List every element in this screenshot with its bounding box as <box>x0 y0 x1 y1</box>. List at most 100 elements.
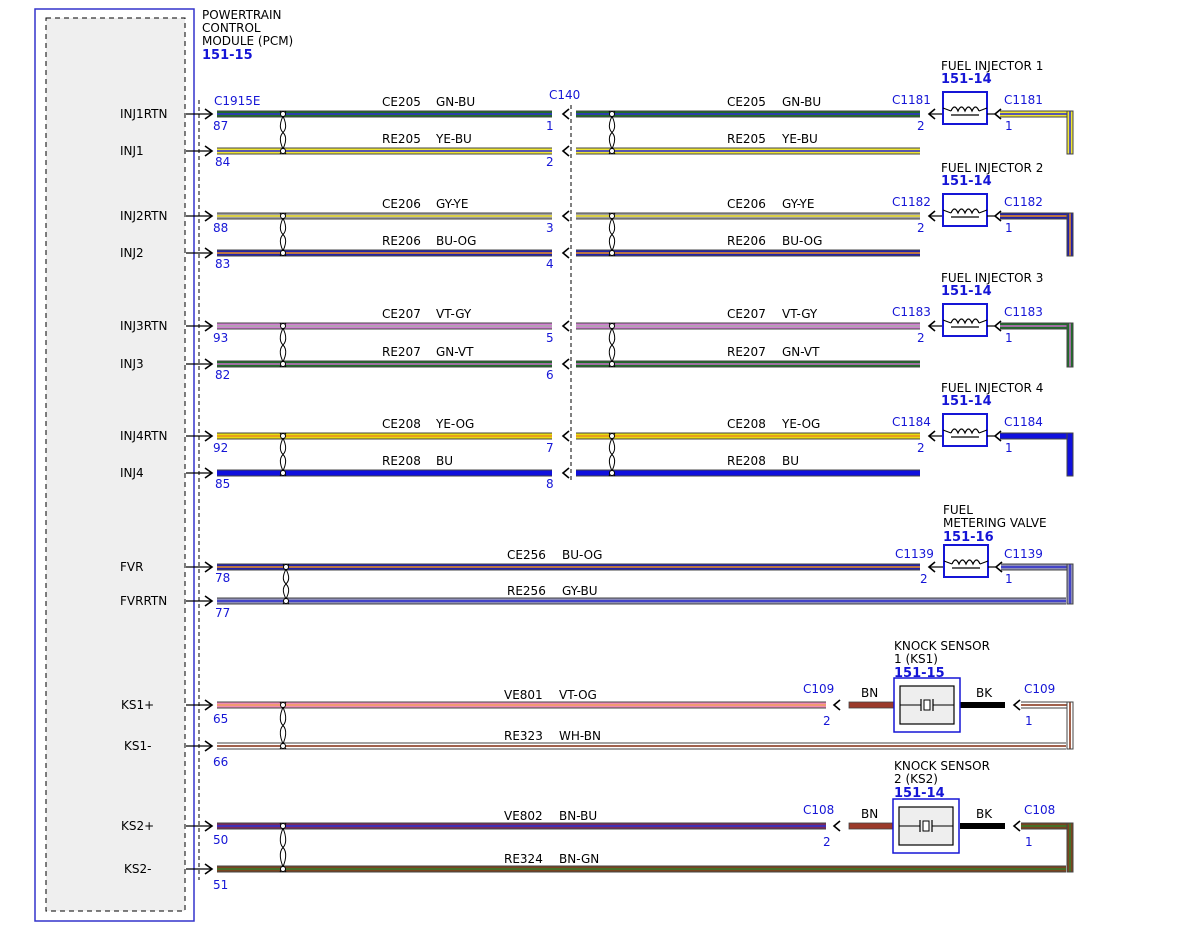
injector-4-bottom-pcm-pin: 85 <box>215 477 230 491</box>
injector-4-twist-left-bottom <box>280 470 286 476</box>
metering-valve-name-1: FUEL <box>943 503 973 517</box>
metering-valve-top-pcm-pin: 78 <box>215 571 230 585</box>
injector-2-top-pin-label: INJ2RTN <box>120 209 167 223</box>
injector-1-top-pin-label: INJ1RTN <box>120 107 167 121</box>
knock-sensor-2-loop-top-stripe <box>1021 825 1070 827</box>
injector-3-loop-side-stripe <box>1069 323 1071 367</box>
injector-3-coil-box <box>942 303 988 337</box>
injector-3-twist-left-top <box>280 323 286 329</box>
injector-4-top-pin-label: INJ4RTN <box>120 429 167 443</box>
knock-sensor-2-bottom-pin-arrow <box>204 863 214 875</box>
injector-1-twist-left-b <box>279 110 287 155</box>
injector-4-ref: 151-14 <box>941 394 992 409</box>
metering-valve-loop-side-stripe <box>1069 564 1071 604</box>
injector-2-dev-pin-1: 1 <box>1005 221 1013 235</box>
injector-2-bottom-c140-arrow <box>561 247 570 259</box>
injector-2-bottom-wire-right-stripe <box>576 252 920 254</box>
metering-valve-bottom-circuit: RE256 <box>507 584 546 598</box>
injector-3-top-wire-left-stripe <box>217 325 552 327</box>
knock-sensor-1-twist-top <box>280 702 286 708</box>
injector-2-conn-left: C1182 <box>892 195 931 209</box>
knock-sensor-2-bottom-pcm-pin: 51 <box>213 878 228 892</box>
metering-valve-loop-top-stripe <box>1001 566 1070 568</box>
injector-3-twist-right-b <box>608 322 616 368</box>
injector-2-conn-right: C1182 <box>1004 195 1043 209</box>
knock-sensor-1-top-wire-stripe <box>217 704 826 706</box>
metering-valve-top-pin-arrow <box>204 561 214 573</box>
metering-valve-bottom-wire-stripe <box>217 600 1066 602</box>
injector-4-top-wire-right-stripe <box>576 435 920 437</box>
injector-2-bottom-wire-left-stripe <box>217 252 552 254</box>
injector-1-bottom-color-left: YE-BU <box>435 132 472 146</box>
metering-valve-dev-pin-2: 2 <box>920 572 928 586</box>
injector-1-loop-side-stripe <box>1069 111 1071 154</box>
injector-1-bottom-pcm-pin: 84 <box>215 155 230 169</box>
injector-1-bottom-pin-label: INJ1 <box>120 144 144 158</box>
injector-3-top-circuit-left: CE207 <box>382 307 421 321</box>
pcm-module-inner <box>45 17 186 912</box>
injector-4-bottom-circuit-right: RE208 <box>727 454 766 468</box>
injector-2-bottom-color-left: BU-OG <box>436 234 476 248</box>
knock-sensor-2-twist-top <box>280 823 286 829</box>
injector-3-top-circuit-right: CE207 <box>727 307 766 321</box>
injector-4-twist-left-top <box>280 433 286 439</box>
pcm-title-line-3: MODULE (PCM) <box>202 34 293 48</box>
knock-sensor-1-lead-left-label: BN <box>861 686 878 700</box>
injector-3-bottom-wire-left-stripe <box>217 363 552 365</box>
injector-4-bottom-c140-pin: 8 <box>546 477 554 491</box>
injector-2-loop-top-stripe <box>1000 215 1070 217</box>
knock-sensor-1-loop-top-stripe <box>1021 704 1070 706</box>
injector-2-coil-coil-l <box>942 209 952 214</box>
injector-4-top-c140-pin: 7 <box>546 441 554 455</box>
knock-sensor-2-twist-bottom <box>280 866 286 872</box>
injector-2-twist-left-top <box>280 213 286 219</box>
knock-sensor-2-conn-left: C108 <box>803 803 834 817</box>
knock-sensor-1-name-1: KNOCK SENSOR <box>894 639 990 653</box>
injector-1-bottom-c140-arrow <box>561 145 570 157</box>
knock-sensor-1-lead-bn <box>848 701 895 709</box>
knock-sensor-1-bottom-pin-label: KS1- <box>124 739 151 753</box>
injector-1-coil-coil <box>950 106 980 113</box>
injector-1-twist-left-top <box>280 111 286 117</box>
knock-sensor-2-lead-bk <box>960 823 1005 829</box>
injector-2-top-pcm-pin: 88 <box>213 221 228 235</box>
injector-2-bottom-color-right: BU-OG <box>782 234 822 248</box>
knock-sensor-2-bottom-wire-stripe <box>217 868 1066 870</box>
injector-1-coil-coil-l <box>942 107 952 112</box>
injector-1-twist-right-bottom <box>609 148 615 154</box>
knock-sensor-1-bottom-circuit: RE323 <box>504 729 543 743</box>
metering-valve-bottom-pin-arrow <box>204 595 214 607</box>
injector-3-bottom-circuit-right: RE207 <box>727 345 766 359</box>
metering-valve-coil-coil-r <box>979 560 989 565</box>
knock-sensor-2-bottom-circuit: RE324 <box>504 852 543 866</box>
knock-sensor-1-dev-arrow-left <box>832 699 841 711</box>
injector-3-top-c140-arrow <box>561 320 570 332</box>
metering-valve-top-wire-stripe <box>217 566 920 568</box>
injector-3-twist-left-b <box>279 322 287 368</box>
injector-4-bottom-pin-arrow <box>204 467 214 479</box>
injector-1-top-pin-arrow <box>204 108 214 120</box>
injector-4-top-circuit-right: CE208 <box>727 417 766 431</box>
knock-sensor-1-name-2: 1 (KS1) <box>894 652 938 666</box>
injector-1-bottom-wire-left-stripe <box>217 150 552 152</box>
injector-2-top-wire-right-stripe <box>576 215 920 217</box>
injector-4-conn-right: C1184 <box>1004 415 1043 429</box>
injector-3-bottom-pcm-pin: 82 <box>215 368 230 382</box>
injector-4-dev-pin-2: 2 <box>917 441 925 455</box>
injector-4-bottom-c140-arrow <box>561 467 570 479</box>
metering-valve-bottom-pin-label: FVRRTN <box>120 594 167 608</box>
injector-1-dev-pin-2: 2 <box>917 119 925 133</box>
metering-valve-bottom-pcm-pin: 77 <box>215 606 230 620</box>
injector-3-top-color-left: VT-GY <box>436 307 472 321</box>
injector-3-bottom-pin-label: INJ3 <box>120 357 144 371</box>
injector-1-bottom-pin-arrow <box>204 145 214 157</box>
pcm-title-line-2: CONTROL <box>202 21 261 35</box>
injector-3-loop-top-stripe <box>1000 325 1070 327</box>
knock-sensor-2-name-1: KNOCK SENSOR <box>894 759 990 773</box>
injector-3-top-pin-arrow <box>204 320 214 332</box>
knock-sensor-1-dev-pin-2: 2 <box>823 714 831 728</box>
injector-4-dev-pin-1: 1 <box>1005 441 1013 455</box>
injector-2-twist-right-top <box>609 213 615 219</box>
